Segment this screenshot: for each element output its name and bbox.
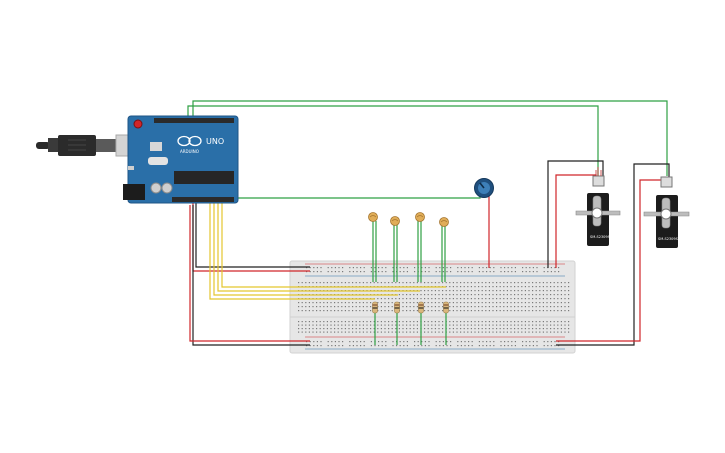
wire-analog-a3: [221, 200, 446, 288]
analog-power-header: [172, 197, 234, 202]
servo-1[interactable]: SM-S2309S: [575, 167, 621, 246]
photoresistor-4[interactable]: [439, 217, 449, 227]
wire-gnd-top: [195, 202, 310, 268]
wire-analog-a1: [213, 200, 398, 296]
photoresistor-2[interactable]: [390, 216, 400, 226]
usb-cable-icon: [36, 134, 143, 157]
wire-servo1-signal: [187, 105, 599, 176]
arduino-logo: UNO ARDUINO: [177, 135, 224, 154]
wire-analog-a2: [217, 200, 420, 292]
wire-5v-bottom: [189, 205, 310, 342]
arduino-uno[interactable]: UNO ARDUINO: [36, 115, 239, 204]
photoresistor-3[interactable]: [415, 212, 425, 222]
servo-2[interactable]: SM-S2309S: [643, 176, 690, 248]
reset-button[interactable]: [133, 119, 143, 129]
potentiometer-knob-icon: [479, 182, 485, 189]
potentiometer[interactable]: [474, 178, 494, 198]
breadboard[interactable]: [289, 260, 576, 354]
resistor-1[interactable]: [372, 301, 378, 314]
photoresistors: [368, 212, 449, 227]
wires: [187, 100, 670, 346]
microcontroller-chip: [174, 171, 234, 184]
digital-header: [154, 118, 234, 123]
photoresistor-1[interactable]: [368, 212, 378, 222]
wire-servo2-signal: [192, 100, 668, 176]
resistor-3[interactable]: [418, 301, 424, 314]
resistor-4[interactable]: [443, 301, 449, 314]
wire-pot-signal: [232, 192, 481, 199]
wire-servo2-ground: [556, 163, 670, 346]
board-brand-text: ARDUINO: [180, 149, 199, 154]
resistors: [372, 301, 449, 314]
wire-analog-a0: [209, 200, 375, 300]
board-logo-text: UNO: [206, 137, 224, 146]
resistor-2[interactable]: [394, 301, 400, 314]
servo-2-label: SM-S2309S: [658, 237, 679, 241]
servo-1-label: SM-S2309S: [590, 235, 611, 239]
wire-servo1-ground: [547, 160, 604, 268]
wire-gnd-bottom: [192, 205, 310, 346]
wire-servo2-power: [556, 179, 664, 342]
